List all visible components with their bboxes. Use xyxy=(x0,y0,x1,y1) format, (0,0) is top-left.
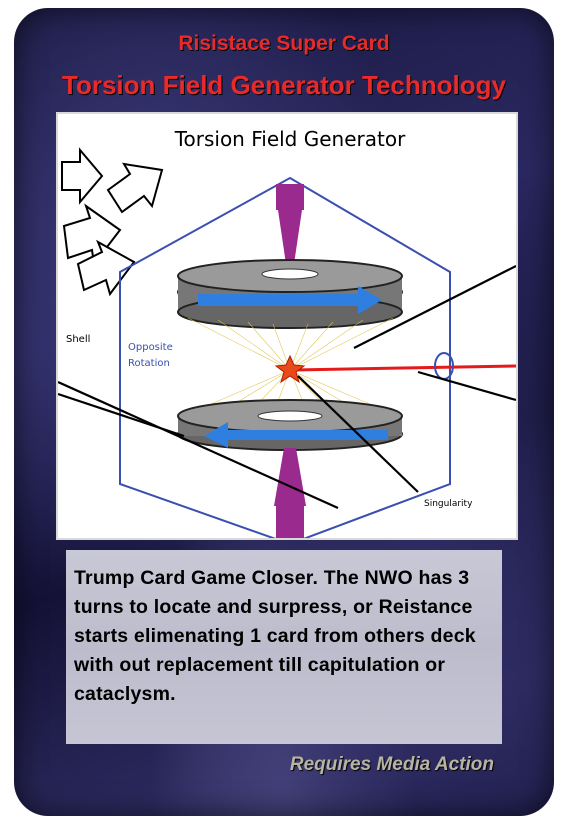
game-card[interactable]: Risistace Super Card Torsion Field Gener… xyxy=(14,8,554,816)
card-footer: Requires Media Action xyxy=(289,754,494,775)
card-title: Torsion Field Generator Technology xyxy=(62,70,506,100)
top-rod xyxy=(276,184,304,264)
top-disc xyxy=(177,259,403,329)
shell-hexagon xyxy=(119,176,451,538)
top-rotation-arrow-icon xyxy=(198,286,382,314)
label-singularity: Singularity xyxy=(424,499,473,509)
bottom-disc xyxy=(177,399,403,451)
card-header: Risistace Super Card xyxy=(178,32,390,55)
label-rotation-line1: Opposite xyxy=(128,342,173,353)
diagram-heading: Torsion Field Generator xyxy=(174,127,406,151)
bottom-rod xyxy=(274,448,306,538)
red-beam xyxy=(293,364,516,372)
card-rules-text: Trump Card Game Closer. The NWO has 3 tu… xyxy=(74,567,476,705)
card-rules-box: Trump Card Game Closer. The NWO has 3 tu… xyxy=(66,550,502,744)
torsion-field-diagram: Torsion Field Generator xyxy=(58,127,516,538)
pointer-lines xyxy=(58,265,516,510)
label-rotation-line2: Rotation xyxy=(128,358,170,369)
singularity-star-icon xyxy=(274,354,306,384)
outline-arrows-icon xyxy=(61,147,164,297)
card-illustration: Torsion Field Generator xyxy=(56,112,518,540)
bottom-rotation-arrow-icon xyxy=(204,422,388,448)
label-shell: Shell xyxy=(66,334,90,345)
